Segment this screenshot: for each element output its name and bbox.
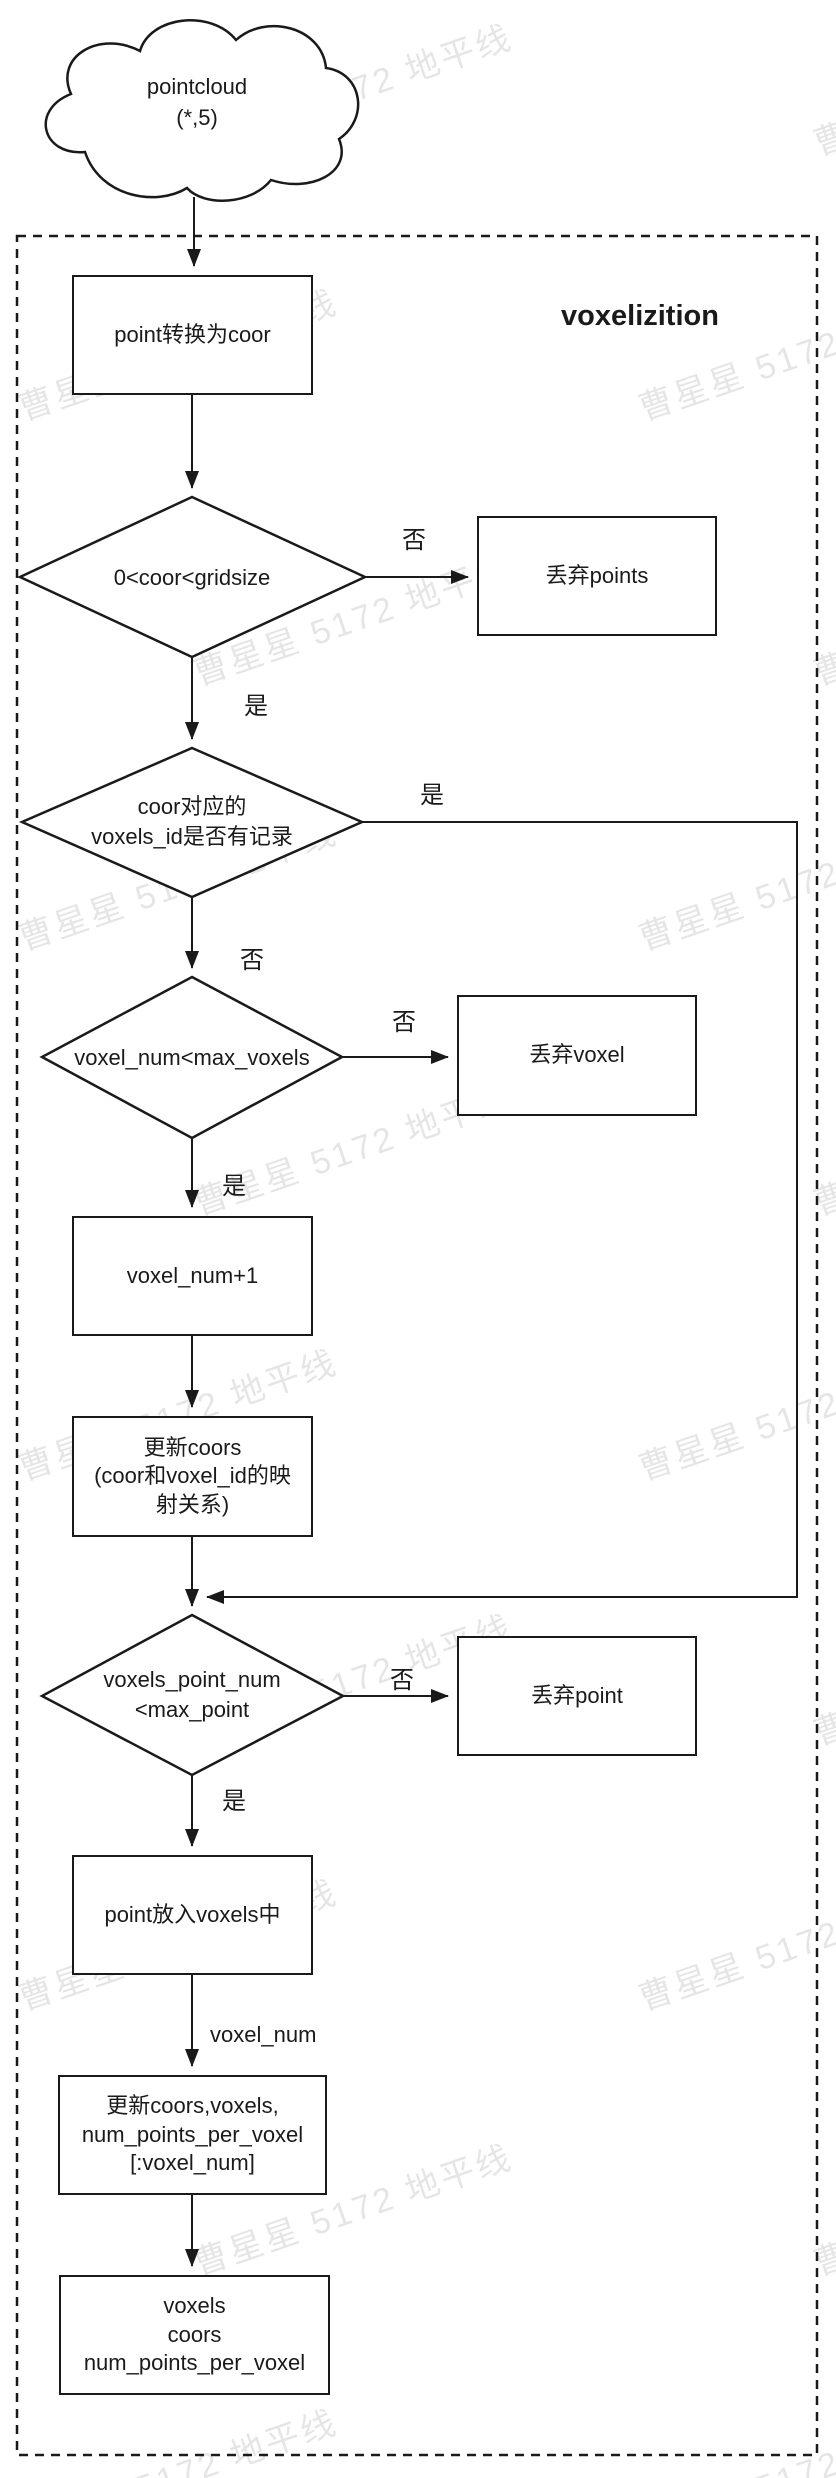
process-update-arrays-box: 更新coors,voxels, num_points_per_voxel [:v… xyxy=(58,2075,327,2195)
connector-recorded-yes-feedback xyxy=(206,821,798,1604)
decision-pointnum-shape xyxy=(39,1613,346,1777)
diagram-title: voxelizition xyxy=(561,300,719,332)
decision-recorded-label: coor对应的 voxels_id是否有记录 xyxy=(91,794,293,849)
process-update-coors-box: 更新coors (coor和voxel_id的映 射关系) xyxy=(72,1416,313,1537)
decision-recorded-shape xyxy=(18,746,366,899)
discard-voxel-box: 丢弃voxel xyxy=(457,995,697,1116)
cloud-label: pointcloud (*,5) xyxy=(146,74,248,130)
discard-point-box: 丢弃point xyxy=(457,1636,697,1756)
edge-label-voxel-num: voxel_num xyxy=(210,2022,317,2047)
dashed-container xyxy=(15,234,819,2457)
edge-label-no-range: 否 xyxy=(402,527,426,554)
process-put-point-box: point放入voxels中 xyxy=(72,1855,313,1975)
decision-voxelnum-shape xyxy=(39,975,345,1140)
output-box: voxels coors num_points_per_voxel xyxy=(59,2275,330,2395)
decision-range-label: 0<coor<gridsize xyxy=(113,565,271,590)
edge-label-yes-range: 是 xyxy=(244,693,268,720)
decision-range-shape xyxy=(17,495,368,659)
edge-label-yes-recorded: 是 xyxy=(420,782,444,809)
process-voxelnum-inc-box: voxel_num+1 xyxy=(72,1216,313,1336)
edge-label-yes-voxelnum: 是 xyxy=(222,1173,246,1200)
process-convert-box: point转换为coor xyxy=(72,275,313,395)
edge-label-no-recorded: 否 xyxy=(240,947,264,974)
decision-pointnum-label: voxels_point_num <max_point xyxy=(103,1667,281,1722)
edge-label-yes-pointnum: 是 xyxy=(222,1788,246,1815)
cloud-shape xyxy=(44,19,360,202)
discard-points-box: 丢弃points xyxy=(477,516,717,636)
edge-label-no-voxelnum: 否 xyxy=(392,1009,416,1036)
edge-label-no-pointnum: 否 xyxy=(390,1667,414,1694)
decision-voxelnum-label: voxel_num<max_voxels xyxy=(74,1045,310,1070)
